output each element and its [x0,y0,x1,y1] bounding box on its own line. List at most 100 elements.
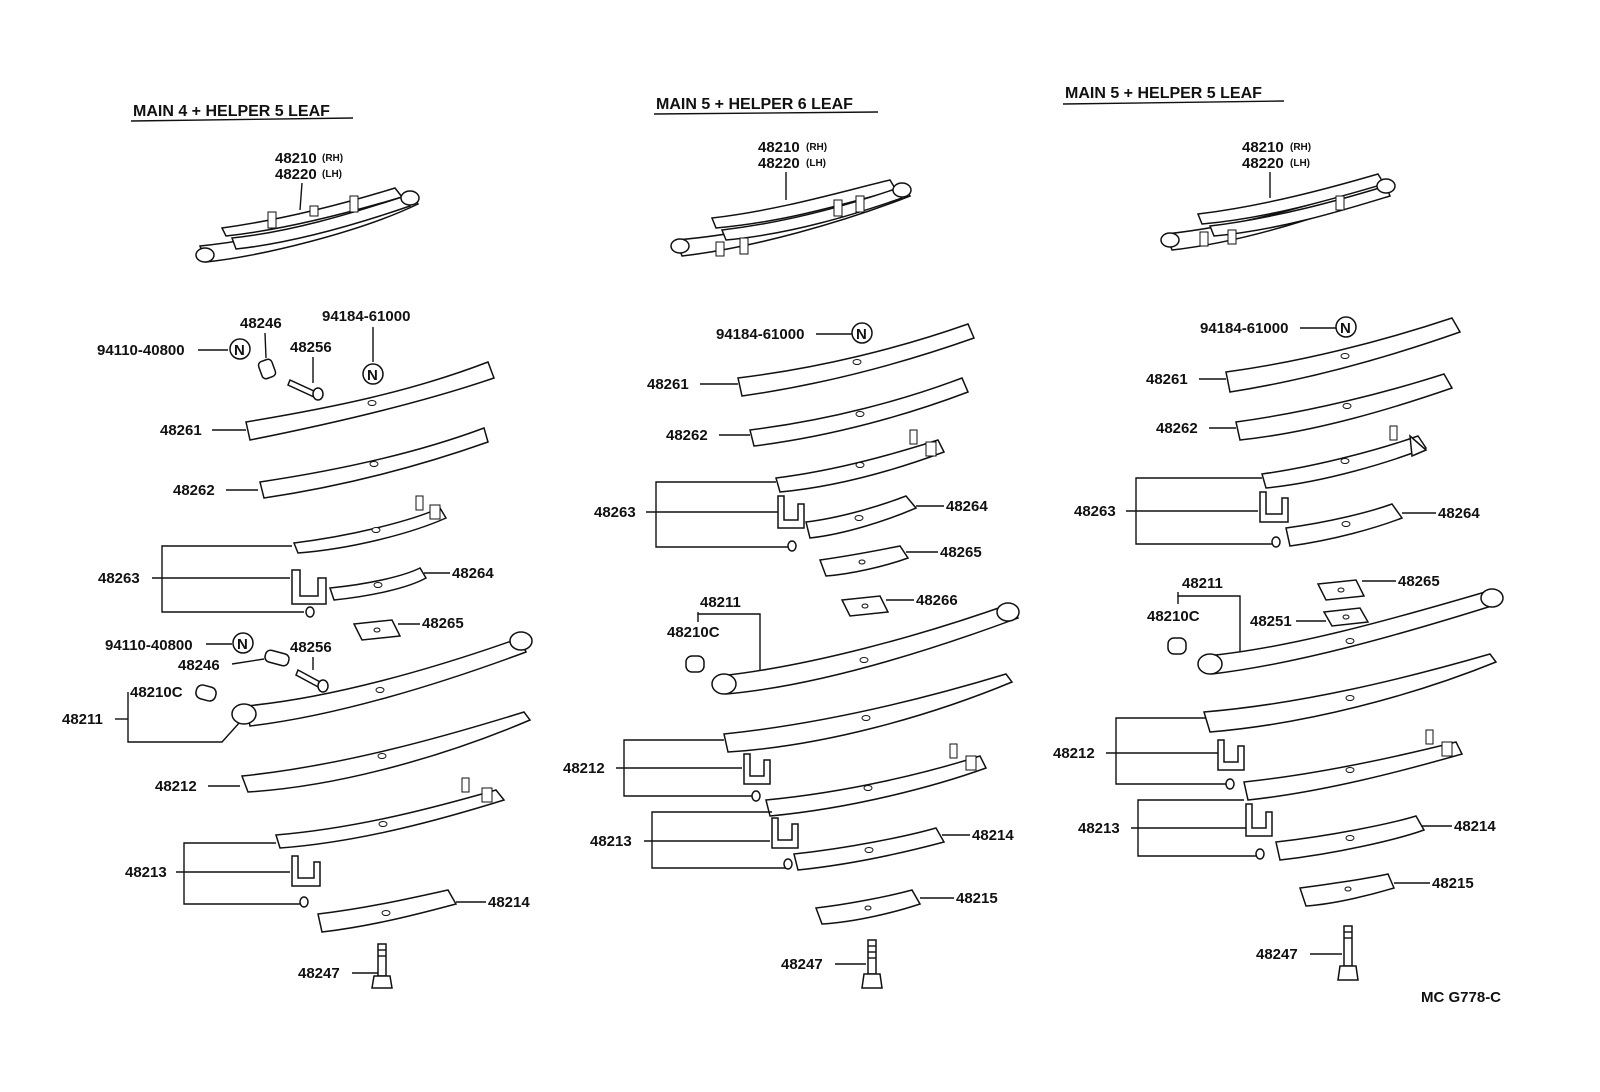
assembly-lh-side: (LH) [806,158,826,169]
rivet-icon [299,896,309,908]
part-label-48265: 48265 [422,615,464,632]
assembly-lh-number: 48220 [1242,155,1284,172]
leaf-48213 [765,755,988,817]
clip-icon [291,569,327,605]
part-label-48262: 48262 [1156,420,1198,437]
part-label-94184-61000: 94184-61000 [716,326,804,343]
leaf-48211 [1204,589,1500,675]
part-label-48211: 48211 [1182,575,1223,592]
pin-icon [257,358,277,380]
part-label-48256: 48256 [290,339,332,356]
center-bolt-icon [371,943,393,989]
part-label-94110-40800: 94110-40800 [105,637,193,654]
nut-symbol-letter: N [237,636,248,653]
part-label-48263: 48263 [1074,503,1116,520]
assembly-lh-number: 48220 [758,155,800,172]
title-underline [1062,100,1285,105]
part-label-48262: 48262 [173,482,215,499]
part-label-94110-40800: 94110-40800 [97,342,185,359]
nut-symbol-icon [229,338,251,360]
title-underline [653,111,879,115]
assembly-rh-side: (RH) [322,153,343,164]
nut-symbol-icon [1335,316,1357,338]
nut-symbol-letter: N [234,342,245,359]
part-label-48214: 48214 [972,827,1014,844]
spring-assembly-illustration [1160,173,1396,251]
bolt-icon [287,378,317,399]
part-label-48247: 48247 [1256,946,1298,963]
part-label-48215: 48215 [956,890,998,907]
part-label-48211: 48211 [62,711,103,728]
part-label-48212: 48212 [155,778,197,795]
rivet-icon [1271,536,1281,548]
clip-icon [1259,491,1289,523]
rivet-icon [305,606,315,618]
part-label-48256: 48256 [290,639,332,656]
part-label-48264: 48264 [1438,505,1480,522]
pin-icon [264,649,290,667]
part-label-48210c: 48210C [667,624,720,641]
column-main5-helper6: MAIN 5 + HELPER 6 LEAF 48210 (RH) 48220 … [563,96,1020,989]
nut-symbol-icon [362,363,384,385]
assembly-rh-number: 48210 [1242,139,1284,156]
leaf-48263 [292,507,448,554]
part-label-94184-61000: 94184-61000 [322,308,410,325]
assembly-rh-side: (RH) [806,142,827,153]
part-label-48247: 48247 [298,965,340,982]
bushing-icon [1167,637,1187,655]
part-label-48246: 48246 [178,657,220,674]
part-label-48247: 48247 [781,956,823,973]
rivet-icon [1225,778,1235,790]
part-label-48261: 48261 [160,422,202,439]
assembly-rh-number: 48210 [275,150,317,167]
rivet-icon [751,790,761,802]
rivet-icon [787,540,797,552]
assembly-rh-number: 48210 [758,139,800,156]
part-label-48262: 48262 [666,427,708,444]
part-label-48263: 48263 [98,570,140,587]
part-label-48215: 48215 [1432,875,1474,892]
clip-icon [1245,803,1273,837]
clip-icon [743,753,771,785]
part-label-48211: 48211 [700,594,741,611]
center-bolt-icon [1337,925,1359,981]
part-label-48265: 48265 [1398,573,1440,590]
nut-symbol-letter: N [367,367,378,384]
part-label-48213: 48213 [590,833,632,850]
assembly-lh-side: (LH) [322,169,342,180]
clip-icon [771,817,799,849]
part-label-48213: 48213 [1078,820,1120,837]
leaf-48211 [718,603,1020,695]
leaf-48211 [245,637,527,727]
part-label-48210c: 48210C [130,684,183,701]
bushing-icon [685,655,705,673]
assembly-rh-side: (RH) [1290,142,1311,153]
part-label-48214: 48214 [488,894,530,911]
title-underline [130,117,354,122]
clip-icon [1217,739,1245,771]
part-label-48261: 48261 [647,376,689,393]
part-label-48263: 48263 [594,504,636,521]
nut-symbol-icon [232,632,254,654]
rivet-icon [1255,848,1265,860]
leaf-48212 [723,673,1014,753]
assembly-lh-number: 48220 [275,166,317,183]
leaf-48212 [240,711,532,793]
part-label-48212: 48212 [1053,745,1095,762]
bushing-icon [195,684,217,702]
center-bolt-icon [861,939,883,989]
nut-symbol-letter: N [856,326,867,343]
diagram-code: MC G778-C [1421,989,1501,1006]
spring-assembly-illustration [195,187,420,263]
clip-icon [291,855,321,887]
part-label-48265: 48265 [940,544,982,561]
part-label-48212: 48212 [563,760,605,777]
nut-symbol-icon [851,322,873,344]
part-label-48266: 48266 [916,592,958,609]
spring-assembly-illustration [670,179,912,257]
part-label-48246: 48246 [240,315,282,332]
part-label-48264: 48264 [452,565,494,582]
column-title: MAIN 5 + HELPER 6 LEAF [656,96,853,113]
